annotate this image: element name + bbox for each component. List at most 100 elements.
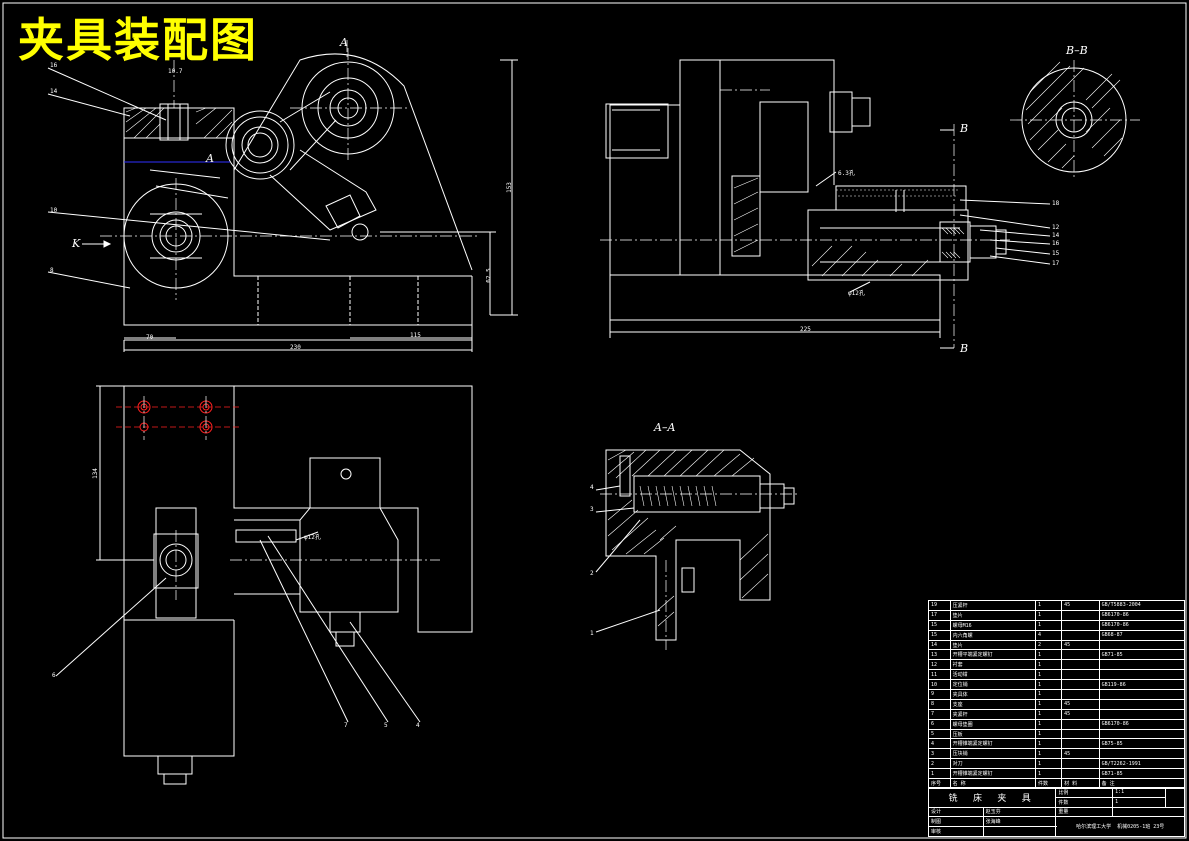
bom-cell-name: 定位销 — [949, 679, 1036, 691]
scale-value: 1:1 — [1112, 787, 1167, 798]
balloon-14: 14 — [50, 88, 58, 95]
checker-name: 张海峰 — [982, 816, 1057, 828]
bom-cell-std — [1098, 698, 1186, 710]
part-name: 铣 床 夹 具 — [927, 787, 1057, 808]
bom-cell-mat: 45 — [1061, 639, 1100, 651]
section-b-mark-bottom: B — [960, 342, 969, 355]
bom-cell-qty: 2 — [1034, 639, 1063, 651]
bom-cell-qty: 1 — [1034, 689, 1063, 700]
bom-cell-no: 11 — [928, 669, 951, 681]
side-balloon-1: 18 — [1052, 200, 1060, 207]
bom-cell-no: 4 — [928, 738, 951, 750]
bom-cell-qty: 1 — [1034, 669, 1063, 681]
bom-cell-no: 7 — [928, 708, 951, 720]
balloon-10: 10 — [50, 207, 58, 214]
dim-top-height: 134 — [91, 468, 99, 479]
bom-cell-no: 10 — [928, 679, 951, 691]
bom-cell-qty: 1 — [1034, 768, 1063, 780]
bom-cell-name: 开槽锥端紧定螺钉 — [949, 768, 1036, 780]
bom-cell-no: 8 — [928, 698, 951, 710]
bom-cell-mat — [1061, 609, 1100, 621]
bom-cell-std — [1098, 639, 1186, 651]
bom-cell-std: GB68-87 — [1098, 629, 1186, 641]
school-name: 哈尔滨理工大学 — [1076, 824, 1112, 831]
aa-balloon-2: 2 — [590, 570, 594, 577]
bom-cell-qty: 1 — [1034, 718, 1063, 730]
bom-cell-no: 12 — [928, 659, 951, 671]
side-balloon-6: 17 — [1052, 260, 1060, 267]
bom-cell-qty: 4 — [1034, 629, 1063, 641]
bom-cell-qty: 1 — [1034, 600, 1063, 611]
bom-cell-mat — [1061, 758, 1100, 770]
bom-cell-std: GB6170-86 — [1098, 718, 1186, 730]
aa-balloon-3: 3 — [590, 506, 594, 513]
title-block: 铣 床 夹 具 比例 1:1 件数 1 设计 赵玉芬 重量 制图 张海峰 哈尔滨… — [927, 787, 1185, 837]
pieces-label: 件数 — [1055, 796, 1114, 808]
school-class: 哈尔滨理工大学 机械0205-1班 23号 — [1055, 816, 1185, 837]
bom-cell-qty: 1 — [1034, 728, 1063, 740]
dim-overall-width: 230 — [290, 344, 301, 351]
section-bb-view — [1010, 60, 1140, 180]
bom-cell-name: 支座 — [949, 698, 1036, 710]
bom-cell-no: 15 — [928, 629, 951, 641]
check-label: 审核 — [928, 826, 984, 837]
bom-cell-no: 17 — [928, 609, 951, 621]
bom-cell-name: 垫片 — [949, 639, 1036, 651]
bom-cell-no: 14 — [928, 639, 951, 651]
section-aa-view — [595, 449, 800, 650]
bom-cell-qty: 1 — [1034, 679, 1063, 691]
balloon-16: 16 — [50, 62, 58, 69]
bom-cell-no: 6 — [928, 718, 951, 730]
bom-cell-no: 9 — [928, 689, 951, 700]
bom-cell-no: 2 — [928, 758, 951, 770]
bom-cell-mat — [1061, 619, 1100, 631]
bom-cell-mat — [1061, 689, 1100, 700]
scale-label: 比例 — [1055, 787, 1114, 798]
bom-cell-mat — [1061, 768, 1100, 780]
dim-right-offset: 115 — [410, 332, 421, 339]
note-hole-12: φ12孔 — [848, 290, 865, 297]
bom-cell-qty: 1 — [1034, 708, 1063, 720]
bom-cell-std — [1098, 748, 1186, 760]
bom-cell-std — [1098, 659, 1186, 671]
draw-label: 制图 — [928, 816, 984, 828]
bom-cell-qty: 1 — [1034, 758, 1063, 770]
balloon-8: 8 — [50, 267, 54, 274]
bom-cell-std — [1098, 728, 1186, 740]
bom-cell-std: GB71-85 — [1098, 768, 1186, 780]
bom-cell-qty: 1 — [1034, 609, 1063, 621]
bom-cell-qty: 1 — [1034, 738, 1063, 750]
pieces-value: 1 — [1112, 796, 1167, 808]
note-hole-63: 6.3孔 — [838, 170, 855, 177]
bom-cell-std — [1098, 689, 1186, 700]
bom-cell-name: 内六角螺 — [949, 629, 1036, 641]
bom-cell-name: 夹具体 — [949, 689, 1036, 700]
bom-cell-mat — [1061, 669, 1100, 681]
class-name: 机械0205-1班 23号 — [1117, 824, 1165, 831]
bom-cell-name: 对刀 — [949, 758, 1036, 770]
bom-cell-name: 螺母M16 — [949, 619, 1036, 631]
bom-cell-no: 1 — [928, 768, 951, 780]
section-bb-label: B–B — [1066, 44, 1088, 57]
bom-cell-std — [1098, 669, 1186, 681]
dim-hole: 10.7 — [168, 68, 183, 75]
bom-cell-name: 螺母垫圈 — [949, 718, 1036, 730]
bom-cell-mat: 45 — [1061, 600, 1100, 611]
top-balloon-7: 7 — [344, 722, 348, 729]
bom-cell-name: 压板 — [949, 728, 1036, 740]
bom-cell-mat — [1061, 629, 1100, 641]
top-balloon-4: 4 — [416, 722, 420, 729]
